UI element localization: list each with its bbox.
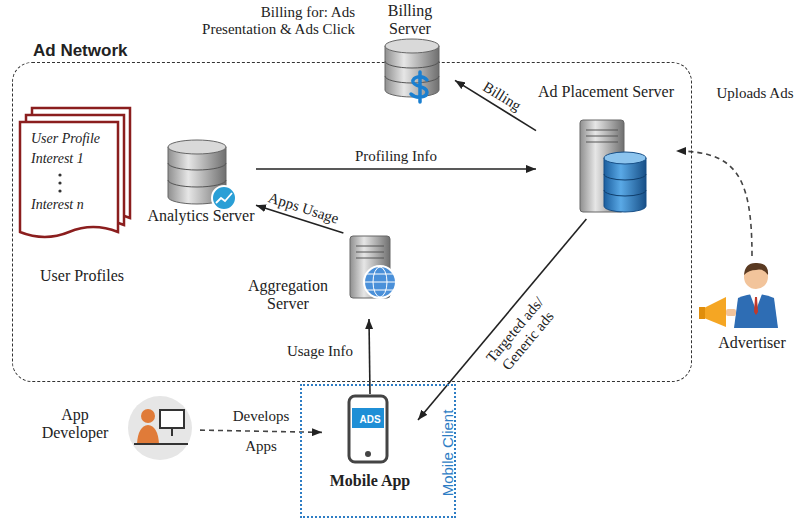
developer-icon: [160, 410, 184, 428]
node-text: Ad Placement Server: [536, 83, 676, 101]
billing-server: Billing Server: [365, 2, 455, 100]
advertiser-icon: [754, 297, 758, 315]
analytics-server: Analytics Server: [146, 137, 256, 261]
developer-icon: [141, 409, 155, 423]
advertiser-icon: [699, 263, 778, 328]
edge-label: Develops Apps: [226, 401, 296, 461]
ad-placement-server-icon: [580, 120, 646, 212]
node-text: Ad Network: [29, 41, 131, 61]
node-text: Advertiser: [700, 334, 804, 352]
aggregation-server-icon: [356, 246, 384, 258]
node-text: Interest 1: [31, 151, 131, 167]
phone-icon: [349, 396, 387, 462]
mobile-client-box: Mobile Client ADS Mobile App: [300, 384, 456, 518]
profile-pages: [20, 108, 130, 237]
analytics-database-icon: [168, 140, 226, 154]
node-text: User Profile: [31, 131, 131, 147]
edge-label: Billing: [479, 78, 524, 115]
billing-database-icon: [385, 46, 439, 97]
note-label: Billing for: Ads Presentation & Ads Clic…: [185, 4, 355, 39]
node-text: Aggregation Server: [233, 277, 343, 314]
aggregation-server-icon: [365, 274, 395, 290]
ad-placement-server-icon: [604, 152, 646, 164]
node-text: Mobile App: [322, 472, 418, 490]
node-text: Analytics Server: [146, 207, 256, 225]
mobile-app: ADS Mobile App: [322, 394, 418, 502]
advertiser-icon: [704, 297, 726, 327]
user-profiles: User ProfileInterest 1 Interest n User Pro…: [21, 109, 143, 295]
analytics-database-icon: [168, 163, 226, 187]
network-region: Ad NetworkUser ProfileInterest 1Interest…: [12, 62, 692, 382]
advertiser-icon: [726, 309, 736, 316]
node-text: Billing Server: [365, 2, 455, 39]
connector-arrow: [369, 319, 370, 394]
ad-placement-server-icon: [586, 130, 618, 142]
developer-icon: [128, 396, 192, 460]
ad-placement-server: Ad Placement Server: [536, 83, 676, 219]
connector-arrow: [200, 430, 322, 432]
node-text: User Profiles: [21, 267, 143, 285]
node-text: App Developer: [35, 406, 115, 443]
billing-database-icon: [385, 39, 439, 53]
connector-arrow: [676, 151, 752, 256]
advertiser-icon: [699, 307, 705, 319]
aggregation-server: Aggregation Server: [233, 233, 411, 319]
node-text: Mobile Client: [439, 410, 456, 497]
edge-label: Usage Info: [287, 343, 353, 360]
analytics-database-icon: [216, 193, 232, 203]
developer-icon: [134, 428, 188, 444]
ellipsis-dots: [58, 181, 61, 184]
billing-database-icon: [385, 39, 439, 102]
ad-placement-server-icon: [604, 158, 646, 212]
aggregation-server-icon: [364, 266, 396, 298]
advertiser: Advertiser: [700, 256, 804, 354]
billing-database-icon: [411, 72, 427, 102]
edge-label: Apps Usage: [266, 189, 341, 228]
connector-arrow: [256, 168, 536, 170]
analytics-database-icon: [168, 140, 236, 210]
edge-label: Profiling Info: [355, 148, 437, 165]
analytics-database-icon: [212, 186, 236, 210]
ellipsis-dots: [58, 173, 61, 176]
node-text: Interest n: [31, 197, 131, 213]
edge-label: Targeted ads/ Generic ads: [477, 287, 568, 386]
developer-icon: [128, 396, 192, 460]
aggregation-server-icon: [350, 236, 396, 298]
ad-placement-server-icon: [604, 174, 646, 196]
advertiser-icon: [744, 263, 768, 275]
app-developer: App Developer: [35, 392, 200, 464]
node-text: ADS: [352, 412, 388, 428]
ellipsis-dots: [58, 173, 61, 192]
phone-icon: [349, 396, 387, 462]
edge-label: Uploads Ads: [716, 85, 793, 102]
ellipsis-dots: [58, 189, 61, 192]
advertiser-icon: [734, 294, 778, 328]
phone-icon: [365, 451, 371, 457]
billing-database-icon: [385, 61, 439, 83]
developer-icon: [137, 425, 159, 444]
connector-arrow: [418, 219, 586, 420]
